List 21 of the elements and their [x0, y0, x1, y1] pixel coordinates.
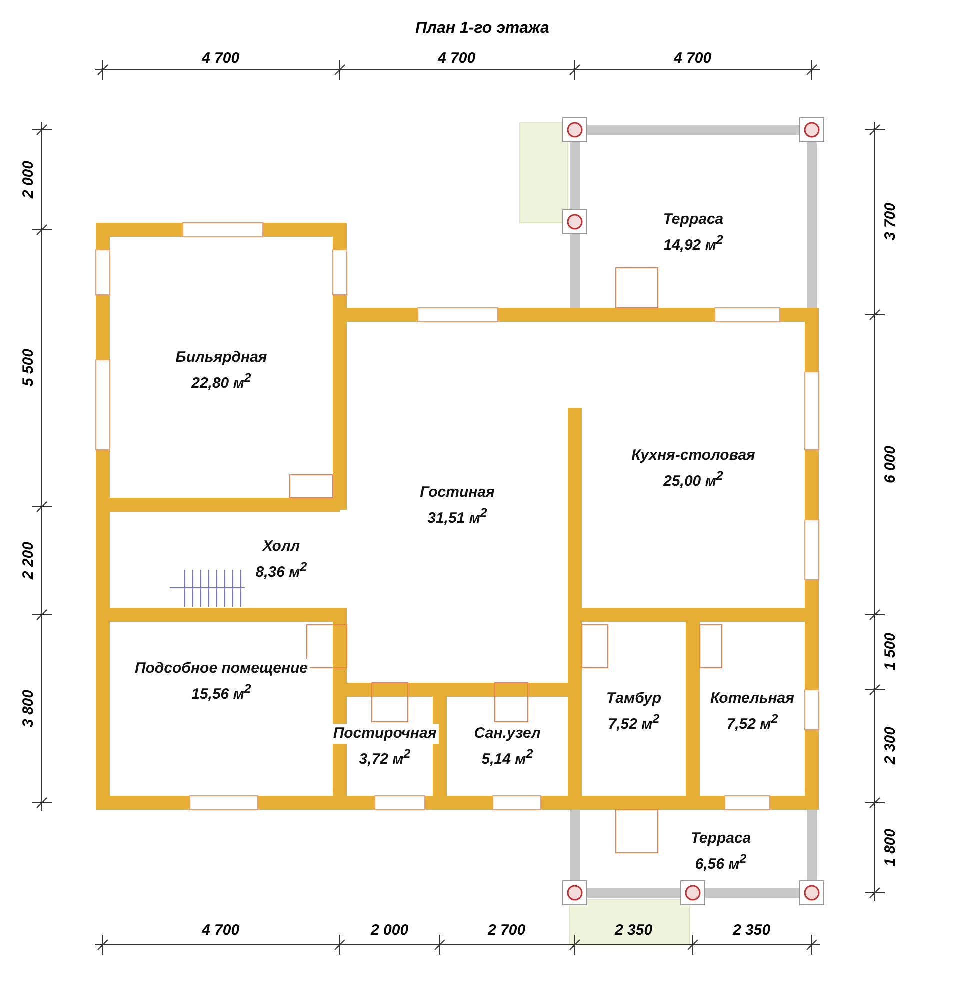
dimension-label: 2 350: [615, 922, 653, 938]
dimension-label: 4 700: [202, 50, 240, 66]
dimension-label: 3 700: [882, 203, 898, 241]
dimension-label: 1 500: [882, 633, 898, 671]
room-name: Подсобное помещение: [132, 659, 310, 679]
room-name: Бильярдная: [174, 348, 270, 368]
dimension-label: 2 350: [733, 922, 771, 938]
dimension-label: 2 300: [882, 727, 898, 765]
dimension-label: 4 700: [202, 922, 240, 938]
dimension-label: 2 200: [20, 542, 36, 580]
dimension-label: 4 700: [438, 50, 476, 66]
plan-title: План 1-го этажа: [416, 20, 550, 37]
room-name: Постирочная: [331, 724, 439, 744]
dimension-label: 5 500: [20, 349, 36, 387]
dimension-label: 3 800: [20, 690, 36, 728]
dimension-label: 1 800: [882, 829, 898, 867]
dimension-label: 4 700: [674, 50, 712, 66]
dimension-label: 6 000: [882, 446, 898, 484]
dimension-label: 2 700: [488, 922, 526, 938]
dimension-label: 2 000: [20, 161, 36, 199]
dimension-label: 2 000: [371, 922, 409, 938]
